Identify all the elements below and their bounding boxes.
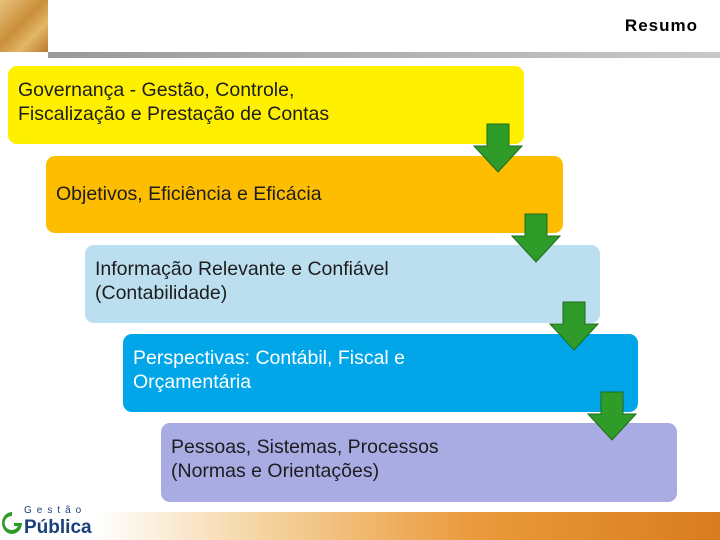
step-pessoas-line1: Pessoas, Sistemas, Processos — [171, 436, 439, 458]
step-objetivos: Objetivos, Eficiência e Eficácia — [46, 156, 563, 233]
step-perspectivas: Perspectivas: Contábil, Fiscal e Orçamen… — [123, 334, 638, 412]
step-governanca-line1: Governança - Gestão, Controle, — [18, 79, 295, 101]
step-informacao-line2: (Contabilidade) — [95, 282, 228, 305]
logo-top-text: Gestão — [24, 505, 87, 516]
header-map-image — [0, 0, 48, 52]
step-governanca: Governança - Gestão, Controle, Fiscaliza… — [8, 66, 524, 144]
step-governanca-line2: Fiscalização e Prestação de Contas — [18, 103, 330, 126]
step-informacao: Informação Relevante e Confiável (Contab… — [85, 245, 600, 323]
down-arrow-icon — [586, 391, 638, 441]
down-arrow-icon — [510, 213, 562, 263]
step-perspectivas-line1: Perspectivas: Contábil, Fiscal e — [133, 347, 406, 369]
header-divider — [48, 52, 720, 58]
step-perspectivas-line2: Orçamentária — [133, 371, 252, 394]
page-title: Resumo — [624, 16, 698, 35]
down-arrow-icon — [472, 123, 524, 173]
logo-icon — [2, 512, 22, 534]
step-informacao-line1: Informação Relevante e Confiável — [95, 258, 389, 280]
step-objetivos-line1: Objetivos, Eficiência e Eficácia — [56, 183, 322, 205]
footer-band — [95, 512, 720, 540]
down-arrow-icon — [548, 301, 600, 351]
gestao-publica-logo: Gestão Pública — [0, 504, 95, 540]
logo-main-text: Pública — [24, 517, 92, 538]
step-pessoas: Pessoas, Sistemas, Processos (Normas e O… — [161, 423, 677, 502]
step-pessoas-line2: (Normas e Orientações) — [171, 460, 380, 483]
